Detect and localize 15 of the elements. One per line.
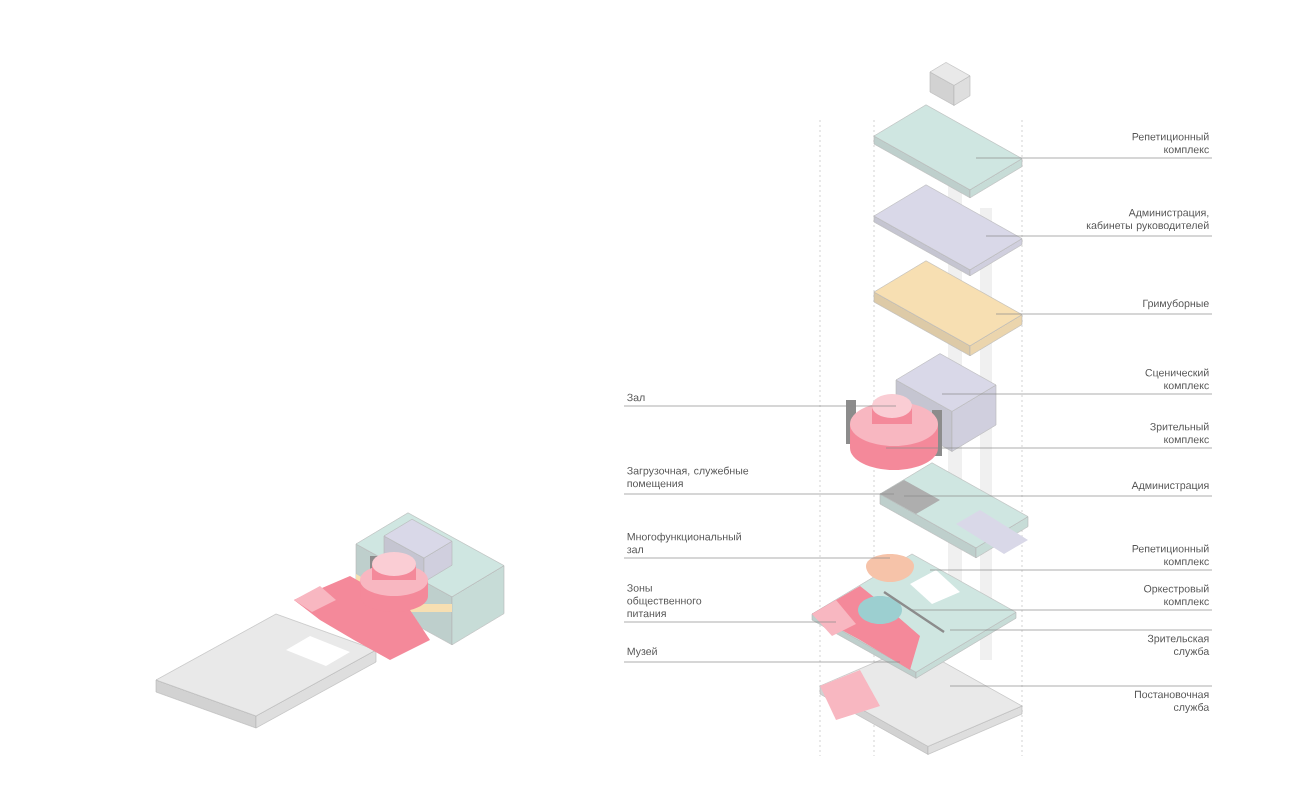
leader-line bbox=[623, 405, 897, 407]
leader-line bbox=[941, 393, 1213, 395]
leader-line bbox=[985, 235, 1213, 237]
leader-line bbox=[975, 157, 1213, 159]
leader-line bbox=[623, 621, 837, 623]
leader-line bbox=[929, 569, 1213, 571]
leader-line bbox=[623, 493, 895, 495]
leader-line bbox=[903, 495, 1213, 497]
leader-line bbox=[885, 447, 1213, 449]
leader-line bbox=[995, 313, 1213, 315]
leader-line bbox=[909, 609, 1213, 611]
leader-line bbox=[623, 661, 901, 663]
leader-line bbox=[949, 685, 1213, 687]
leader-line bbox=[623, 557, 891, 559]
leader-line bbox=[949, 629, 1213, 631]
